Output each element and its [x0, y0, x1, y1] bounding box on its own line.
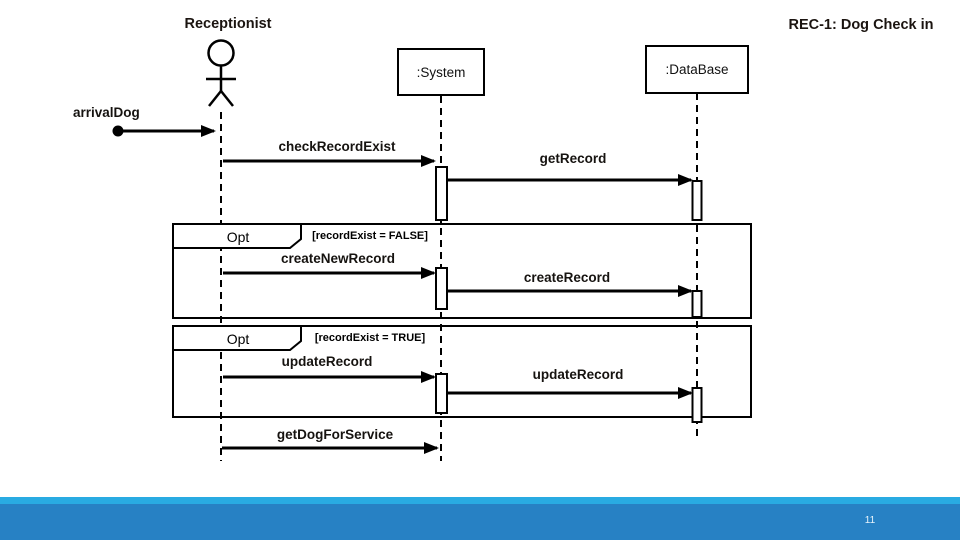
fragment-opt-true-operator: Opt [226, 331, 250, 347]
message-label-create-new-record: createNewRecord [280, 251, 396, 266]
actor-stick-figure-icon [206, 39, 236, 107]
activation-database-3 [691, 387, 703, 423]
footer-bar [0, 504, 960, 540]
activation-system-1 [435, 166, 448, 221]
lifeline-system-label: :System [416, 64, 466, 80]
actor-label: Receptionist [184, 16, 272, 32]
message-label-update-record-1: updateRecord [281, 354, 373, 369]
activation-system-3 [435, 373, 448, 414]
page-number: 11 [864, 515, 876, 526]
activation-bars [435, 166, 703, 423]
activation-system-2 [435, 267, 448, 310]
lifeline-head-system: :System [397, 48, 485, 96]
slide-title: REC-1: Dog Check in [788, 17, 934, 33]
fragment-opt-true-condition: [recordExist = TRUE] [314, 332, 426, 344]
message-arrows [112, 125, 693, 454]
lifeline-head-database: :DataBase [645, 45, 749, 94]
message-label-arrival-dog: arrivalDog [73, 105, 140, 120]
activation-database-1 [691, 180, 703, 221]
fragment-opt-false-condition: [recordExist = FALSE] [312, 230, 428, 242]
footer-accent-strip [0, 497, 960, 504]
message-label-update-record-2: updateRecord [532, 367, 624, 382]
fragment-opt-false-tab [172, 223, 302, 249]
fragment-opt-false-operator: Opt [226, 229, 250, 245]
fragment-opt-false [172, 223, 752, 319]
message-label-get-record: getRecord [539, 151, 607, 166]
activation-database-2 [691, 290, 703, 318]
fragment-opt-true [172, 325, 752, 418]
message-label-check-record-exist: checkRecordExist [278, 139, 396, 154]
message-label-get-dog-for-service: getDogForService [276, 427, 394, 442]
lifeline-database-label: :DataBase [665, 62, 729, 77]
found-message-circle [112, 125, 124, 137]
message-label-create-record: createRecord [523, 270, 611, 285]
fragment-opt-true-tab [172, 325, 302, 351]
